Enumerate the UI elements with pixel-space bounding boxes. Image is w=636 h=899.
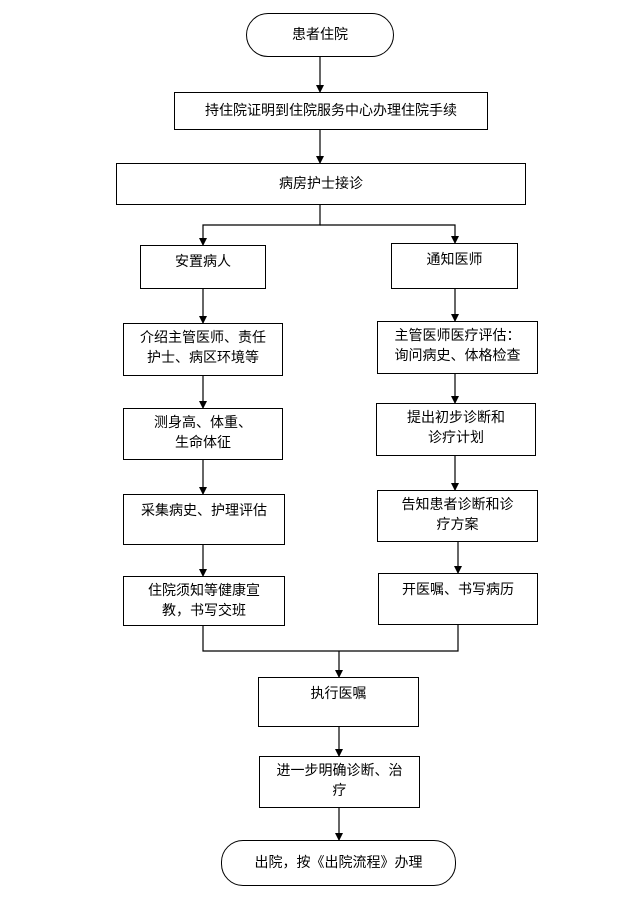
start-node-label: 患者住院 (292, 27, 348, 43)
settle-patient-step: 安置病人 (140, 245, 266, 289)
line-nurse-split (199, 205, 321, 246)
introduce-step: 介绍主管医师、责任 护士、病区环境等 (123, 323, 283, 376)
settle-patient-label: 安置病人 (175, 254, 231, 270)
discharge-node-label: 出院，按《出院流程》办理 (254, 855, 423, 871)
collect-history-step: 采集病史、护理评估 (123, 494, 285, 545)
nurse-reception-label: 病房护士接诊 (279, 176, 363, 192)
introduce-label: 介绍主管医师、责任 护士、病区环境等 (140, 330, 266, 366)
confirm-diagnosis-step: 进一步明确诊断、治 疗 (259, 756, 420, 808)
execute-orders-step: 执行医嘱 (258, 677, 419, 727)
doctor-evaluation-label: 主管医师医疗评估： 询问病史、体格检查 (394, 328, 521, 364)
diagnosis-plan-step: 提出初步诊断和 诊疗计划 (376, 403, 536, 456)
start-node: 患者住院 (246, 13, 394, 57)
diagnosis-plan-label: 提出初步诊断和 诊疗计划 (407, 410, 505, 446)
collect-history-label: 采集病史、护理评估 (141, 503, 267, 519)
write-orders-step: 开医嘱、书写病历 (378, 573, 538, 625)
measure-vitals-step: 测身高、体重、 生命体征 (123, 408, 283, 460)
doctor-evaluation-step: 主管医师医疗评估： 询问病史、体格检查 (377, 321, 538, 374)
admission-step-label: 持住院证明到住院服务中心办理住院手续 (205, 103, 457, 119)
notify-doctor-step: 通知医师 (391, 243, 518, 289)
confirm-diagnosis-label: 进一步明确诊断、治 疗 (276, 763, 403, 799)
write-orders-label: 开医嘱、书写病历 (402, 582, 514, 598)
line-nurse-split-right (320, 224, 459, 244)
notify-doctor-label: 通知医师 (426, 252, 483, 268)
health-education-label: 住院须知等健康宣 教，书写交班 (148, 583, 260, 619)
execute-orders-label: 执行医嘱 (310, 686, 367, 702)
health-education-step: 住院须知等健康宣 教，书写交班 (123, 576, 285, 626)
inform-patient-step: 告知患者诊断和诊 疗方案 (377, 490, 538, 542)
nurse-reception-step: 病房护士接诊 (116, 163, 526, 205)
inform-patient-label: 告知患者诊断和诊 疗方案 (401, 497, 514, 533)
measure-vitals-label: 测身高、体重、 生命体征 (154, 415, 252, 451)
line-merge-right (339, 625, 459, 652)
discharge-node: 出院，按《出院流程》办理 (221, 840, 456, 886)
admission-step: 持住院证明到住院服务中心办理住院手续 (174, 92, 488, 130)
line-merge-left (202, 626, 339, 652)
